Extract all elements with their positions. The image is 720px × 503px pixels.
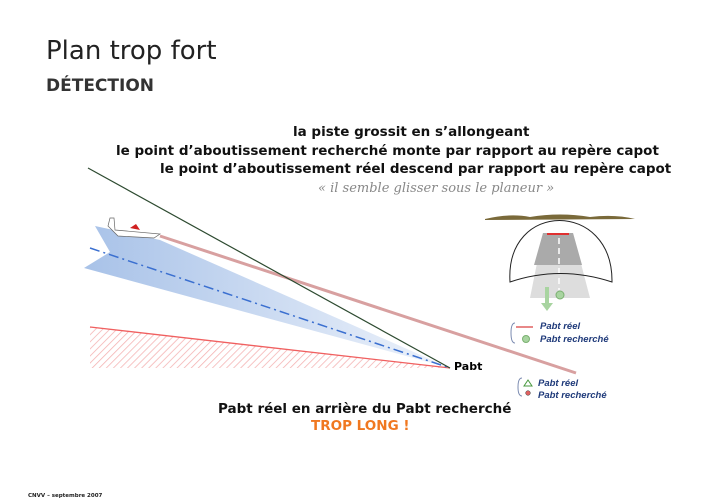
glide-path-dashdot [89,247,451,369]
legend1-target: Pabt recherché [540,334,609,345]
text-line-1: la piste grossit en s’allongeant [293,124,530,140]
cockpit-view-illustration [485,214,635,311]
pink-sight-line [159,234,577,375]
legend2-real: Pabt réel [538,378,579,389]
quote: « il semble glisser sous le planeur » [318,181,555,196]
text-line-3: le point d’aboutissement réel descend pa… [160,161,672,177]
legend1-real: Pabt réel [540,321,581,332]
slide-subtitle: DÉTECTION [46,76,155,96]
slide-title: Plan trop fort [46,36,217,66]
conclusion: Pabt réel en arrière du Pabt recherché [218,401,512,417]
legend-2-markers [517,377,533,397]
footer: CNVV – septembre 2007 [28,493,103,499]
text-line-2: le point d’aboutissement recherché monte… [116,143,659,159]
dark-green-line [87,167,451,369]
pabt-label: Pabt [454,360,483,373]
red-slope-line [89,326,451,369]
blue-wedge [84,226,450,368]
legend-1-markers [510,322,533,344]
verdict: TROP LONG ! [311,418,410,434]
glider-icon [107,217,162,239]
legend2-target: Pabt recherché [538,390,607,401]
